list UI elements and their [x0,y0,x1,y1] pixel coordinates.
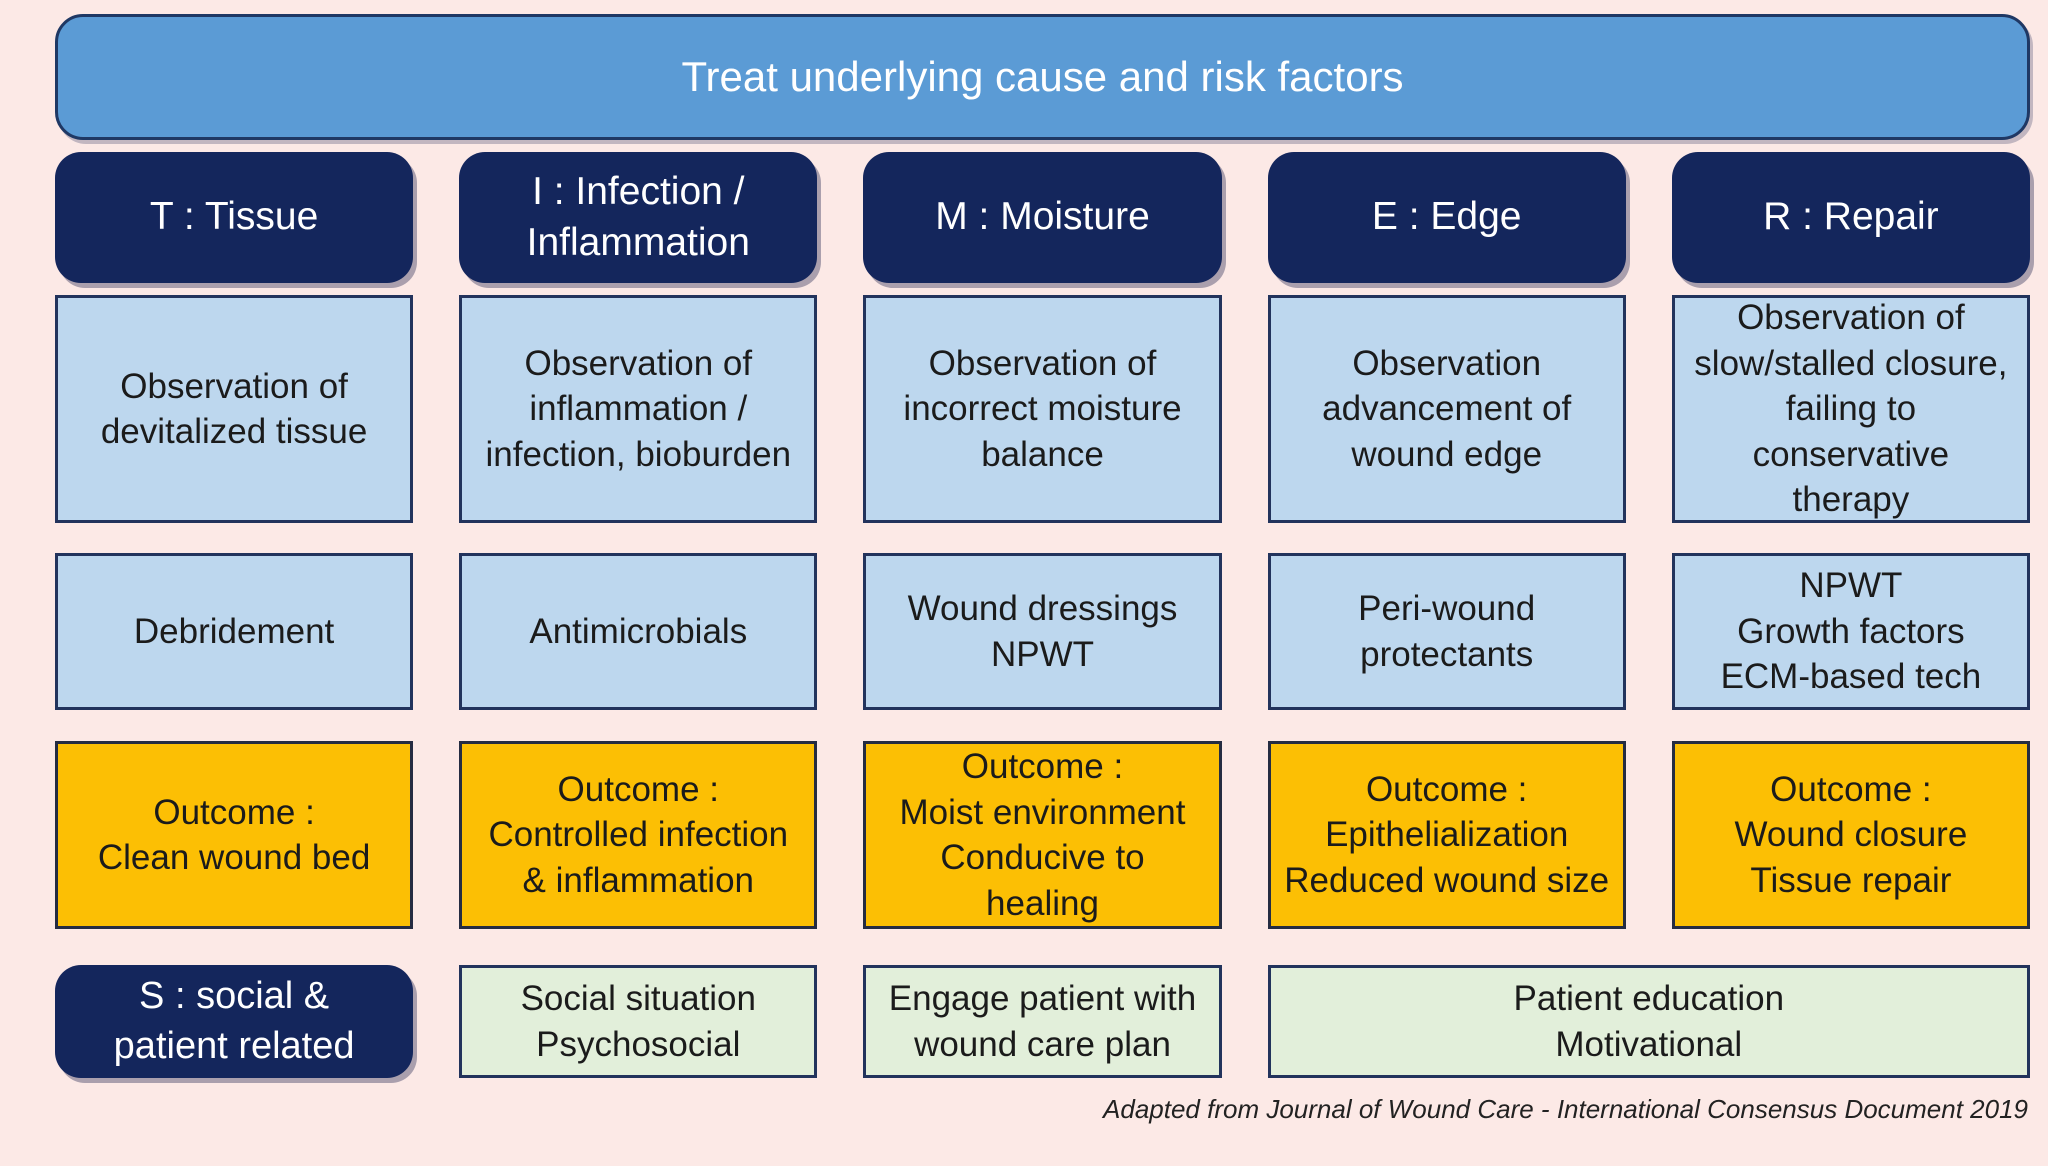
header-infection: I : Infection / Inflammation [459,152,818,283]
header-tissue: T : Tissue [55,152,414,283]
management-tissue: Debridement [55,553,414,710]
observation-repair: Observation of slow/stalled closure, fai… [1671,295,2030,523]
outcome-tissue: Outcome : Clean wound bed [55,741,414,929]
observation-moisture: Observation of incorrect moisture balanc… [863,295,1222,523]
outcome-repair: Outcome : Wound closure Tissue repair [1671,741,2030,929]
management-moisture: Wound dressings NPWT [863,553,1222,710]
outcome-edge: Outcome : Epithelialization Reduced woun… [1267,741,1626,929]
observation-tissue: Observation of devitalized tissue [55,295,414,523]
outcome-infection: Outcome : Controlled infection & inflamm… [459,741,818,929]
observation-infection: Observation of inflammation / infection,… [459,295,818,523]
header-edge: E : Edge [1267,152,1626,283]
social-cell-psychosocial: Social situation Psychosocial [459,965,818,1078]
banner-label: Treat underlying cause and risk factors [681,53,1404,100]
header-moisture: M : Moisture [863,152,1222,283]
management-infection: Antimicrobials [459,553,818,710]
outcomes-row: Outcome : Clean wound bed Outcome : Cont… [55,741,2030,929]
observation-edge: Observation advancement of wound edge [1267,295,1626,523]
timers-framework-diagram: Treat underlying cause and risk factors … [0,14,2048,1166]
observations-row: Observation of devitalized tissue Observ… [55,295,2030,523]
header-repair: R : Repair [1671,152,2030,283]
attribution-text: Adapted from Journal of Wound Care - Int… [1103,1094,2028,1124]
treat-cause-banner: Treat underlying cause and risk factors [55,14,2030,140]
social-cell-education: Patient education Motivational [1267,965,2030,1078]
outcome-moisture: Outcome : Moist environment Conducive to… [863,741,1222,929]
header-social: S : social & patient related [55,965,414,1078]
column-headers-row: T : Tissue I : Infection / Inflammation … [55,152,2030,283]
managements-row: Debridement Antimicrobials Wound dressin… [55,553,2030,710]
management-repair: NPWT Growth factors ECM-based tech [1671,553,2030,710]
social-cell-engagement: Engage patient with wound care plan [863,965,1222,1078]
management-edge: Peri-wound protectants [1267,553,1626,710]
social-row: S : social & patient related Social situ… [55,965,2030,1078]
